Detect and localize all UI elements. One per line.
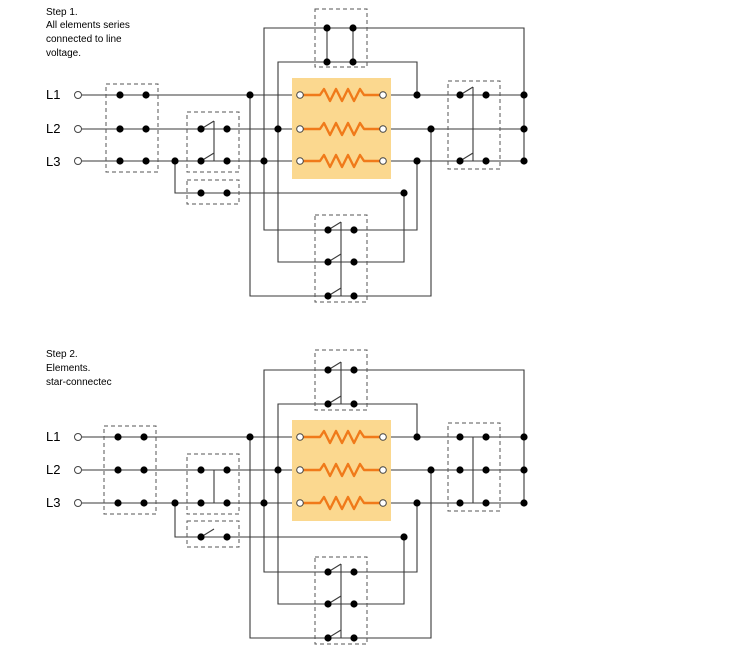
step2-circuit: Step 2. Elements. star-connectec L1 L2 L… [46,349,528,645]
contactor-aux-box [186,520,240,548]
contactor-k2-box [186,453,240,515]
terminal-icon [74,466,82,474]
heater-element-1 [298,429,384,445]
step1-caption-line4: voltage. [46,48,81,59]
contactor-top-box [314,8,368,68]
heater-elements [298,429,384,511]
bus-inner-top [277,403,418,470]
bus-inner-top [277,61,418,129]
terminal-icon [74,157,82,165]
step1-circuit: Step 1. All elements series connected to… [46,7,528,303]
step2-caption-line1: Step 2. [46,349,78,360]
step2-phase-l3-label: L3 [46,495,60,510]
contactor-right-box [447,80,501,170]
terminal-icon [74,125,82,133]
heater-elements [298,87,384,169]
contact-dots [114,366,528,642]
step1-caption-line2: All elements series [46,20,130,31]
step1-caption-line1: Step 1. [46,7,78,18]
heater-element-1 [298,87,384,103]
terminal-icon [74,91,82,99]
contactor-aux-box [186,179,240,205]
contactor-bottom-box [314,556,368,645]
step1-phase-l3-label: L3 [46,154,60,169]
main-contactor-box [105,83,159,173]
bus-aux [174,161,404,194]
step2-caption-line2: Elements. [46,363,90,374]
heater-element-3 [298,153,384,169]
step2-phase-l2-label: L2 [46,462,60,477]
bus-aux [174,503,404,538]
contactor-bottom-box [314,214,368,303]
step1-caption-line3: connected to line [46,34,122,45]
terminal-icon [74,499,82,507]
terminal-icon [74,433,82,441]
step1-phase-l1-label: L1 [46,87,60,102]
heater-element-3 [298,495,384,511]
heater-element-2 [298,121,384,137]
step2-caption-line3: star-connectec [46,377,112,388]
contactor-right-box [447,422,501,512]
heater-element-2 [298,462,384,478]
step1-phase-l2-label: L2 [46,121,60,136]
step2-phase-l1-label: L1 [46,429,60,444]
contact-dots [116,24,528,300]
